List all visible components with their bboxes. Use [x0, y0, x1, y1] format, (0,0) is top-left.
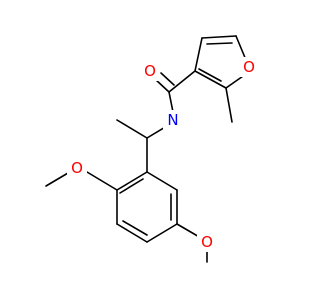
bond-carbonyl-o — [154, 78, 170, 93]
bond-o-ch3-ortho — [45, 172, 69, 187]
bond-carbonyl-n — [168, 91, 174, 113]
bond-b6-b1 — [146, 171, 178, 191]
benzene-ring — [116, 171, 178, 243]
carbonyl-oxygen-label: O — [144, 62, 156, 80]
bond-b1-b2-double — [119, 178, 144, 194]
bond-b1-b2 — [116, 171, 148, 191]
amide-nitrogen-label: N — [167, 111, 178, 129]
furan-oxygen-label: O — [243, 58, 255, 76]
bond-b4-b5 — [146, 223, 178, 243]
bond-c4-c5-double — [206, 42, 233, 45]
bond-c5-o1 — [235, 35, 247, 61]
bond-c4-c5 — [201, 35, 237, 39]
methoxy-oxygen-meta-label: O — [201, 233, 213, 251]
bond-b2-o — [86, 171, 118, 191]
bond-c2-c3-double — [198, 68, 222, 82]
methoxy-oxygen-ortho-label: O — [71, 159, 83, 177]
bond-c3-carbonyl — [168, 70, 196, 93]
atom-labels: O O N O O — [67, 57, 259, 252]
bond-c3-c4 — [194, 37, 203, 72]
bond-b3-b4-double — [122, 220, 148, 236]
molecule-diagram: O O N O O — [45, 35, 259, 263]
bond-b3-b4 — [116, 223, 148, 243]
bond-ch-methyl — [116, 119, 148, 139]
structure-canvas: O O N O O — [45, 35, 259, 263]
bond-c2-methyl — [225, 87, 233, 123]
bond-carbonyl-o-double — [160, 72, 175, 86]
furan-ring — [194, 35, 247, 89]
bond-c2-c3 — [194, 70, 227, 89]
